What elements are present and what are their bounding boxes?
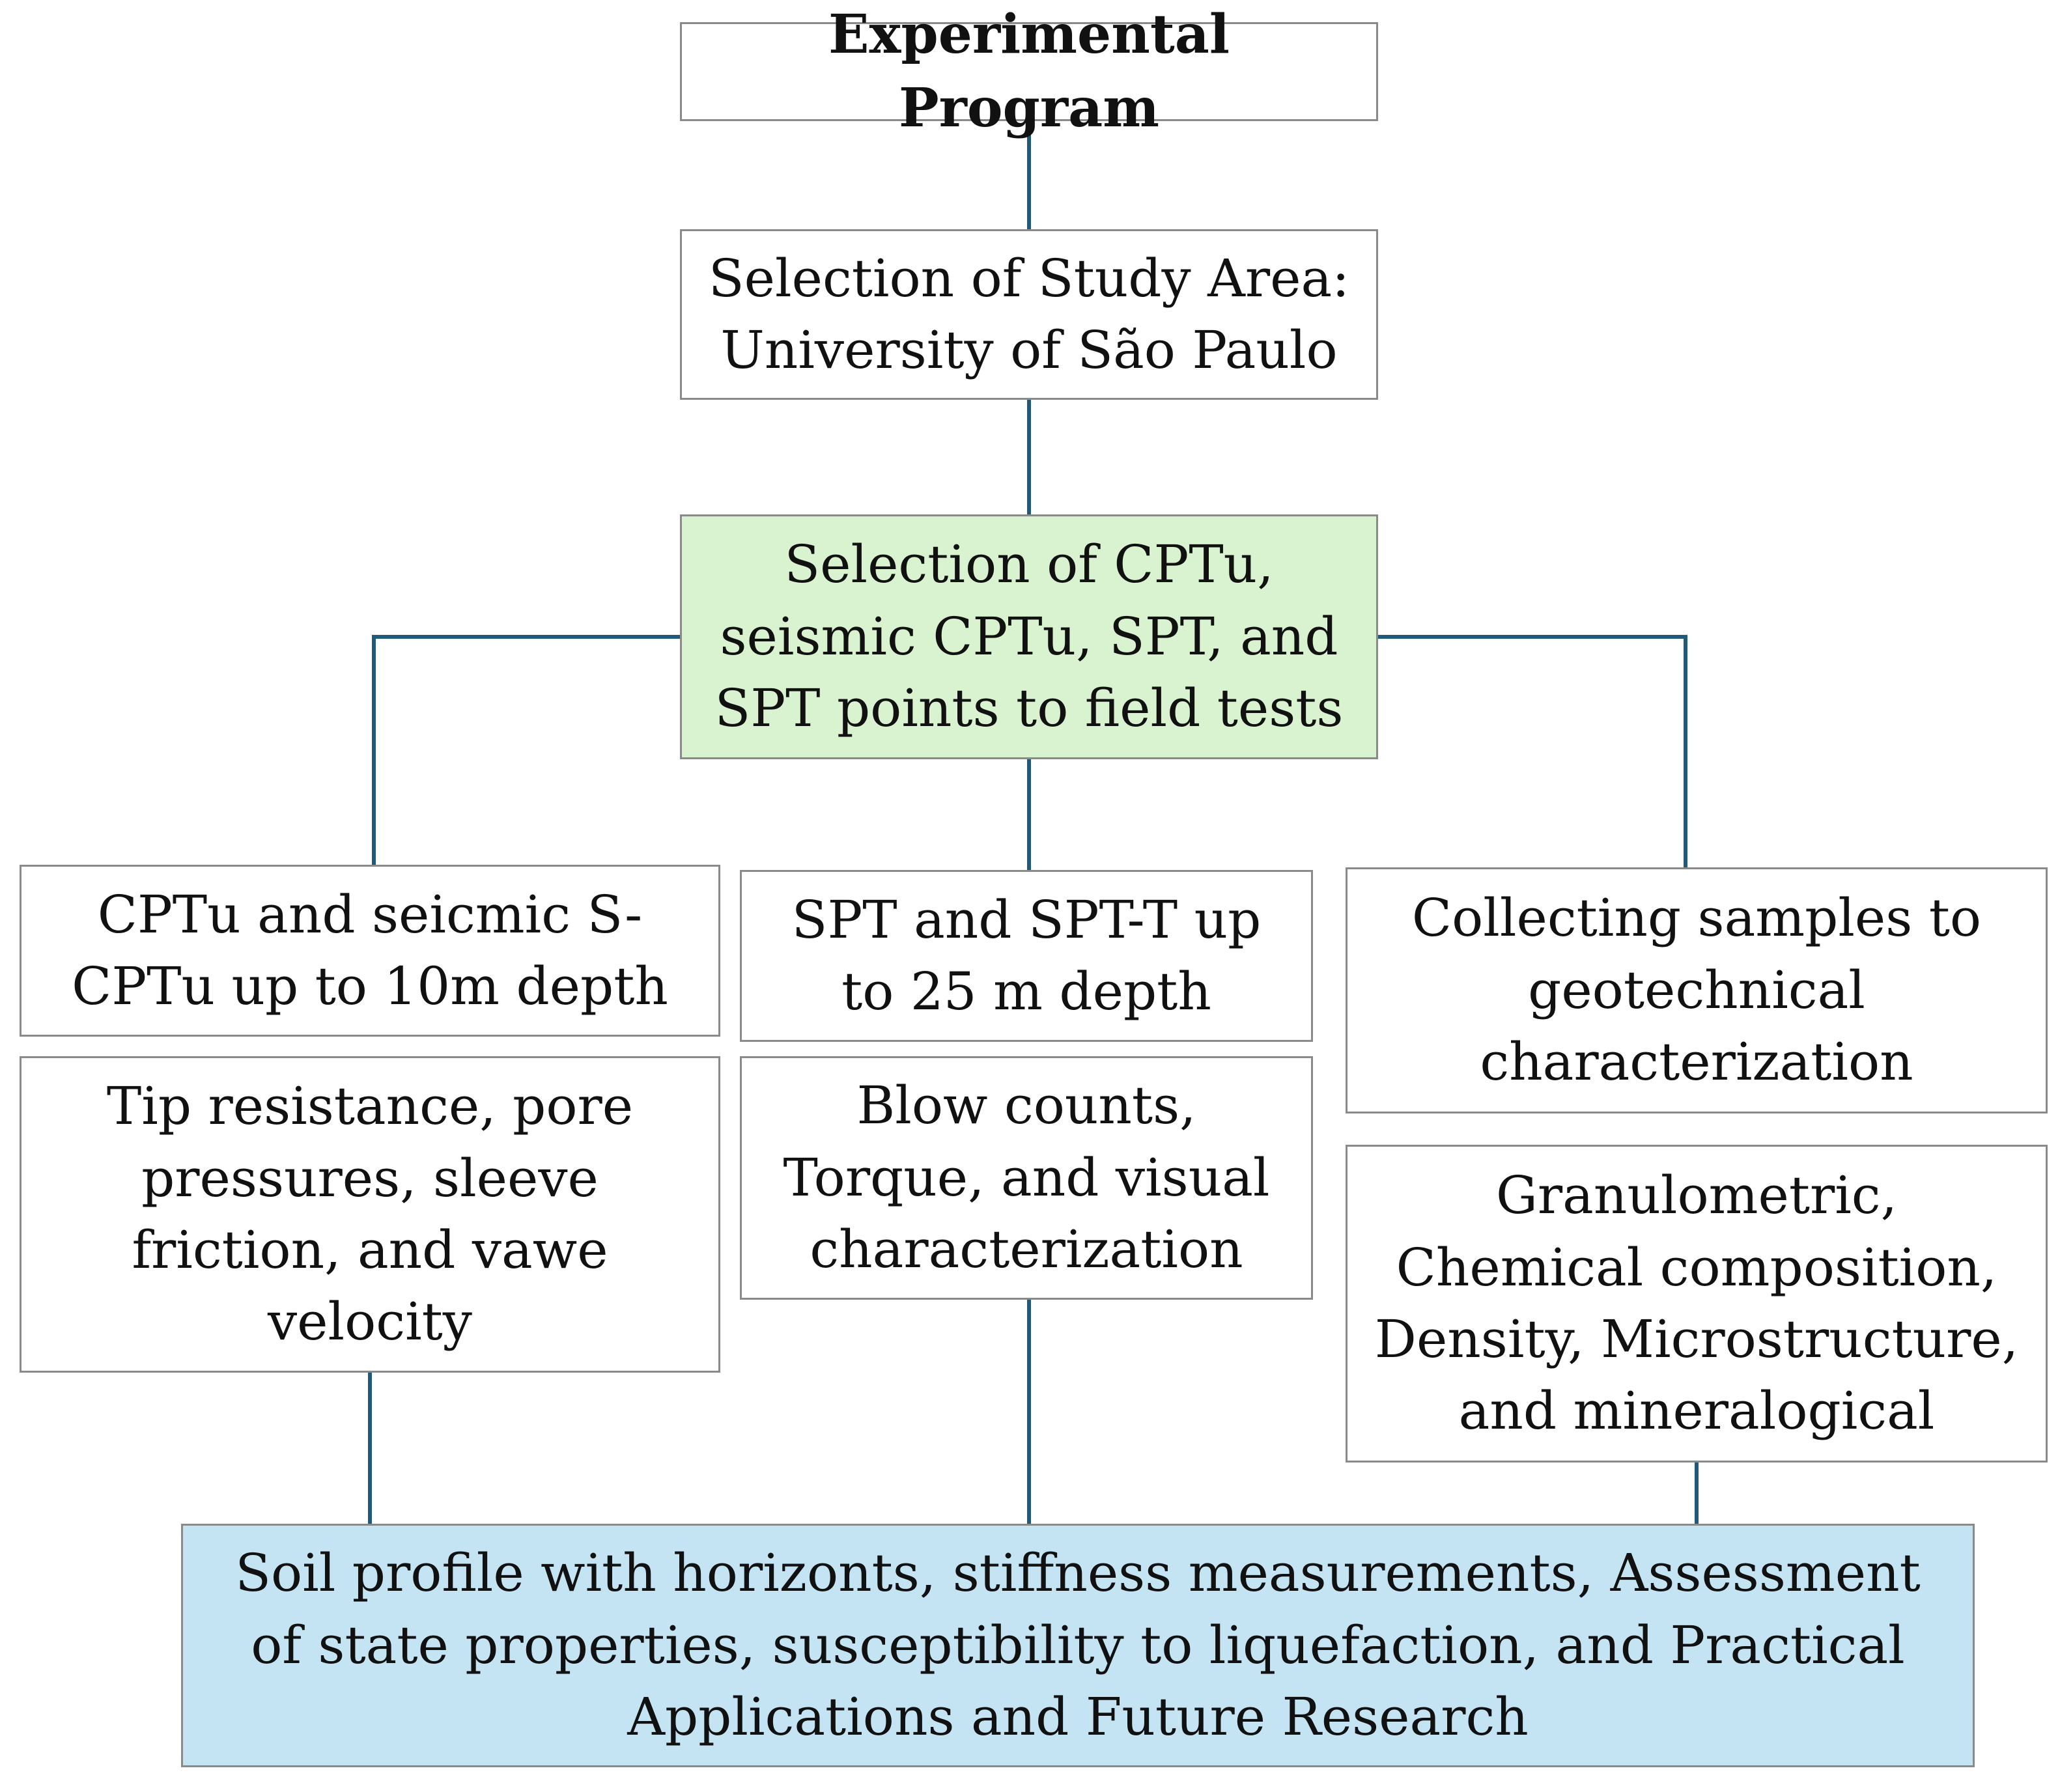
spt-results-box: Blow counts, Torque, and visual characte… [740,1056,1313,1300]
cptu-results-box: Tip resistance, pore pressures, sleeve f… [20,1056,720,1373]
lab-results-box: Granulometric, Chemical composition, Den… [1346,1145,2048,1463]
soil-profile-box: Soil profile with horizonts, stiffness m… [181,1524,1975,1767]
connector-points-to-samples [1376,635,1687,869]
cptu-depth-box: CPTu and seicmic S- CPTu up to 10m depth [20,865,720,1037]
connector-points-to-cptu [372,635,682,867]
collecting-samples-box: Collecting samples to geotechnical chara… [1346,867,2048,1113]
test-points-box: Selection of CPTu, seismic CPTu, SPT, an… [680,514,1378,759]
spt-depth-box: SPT and SPT-T up to 25 m depth [740,870,1313,1042]
study-area-box: Selection of Study Area: University of S… [680,229,1378,400]
experimental-program-box: Experimental Program [680,3,1378,139]
